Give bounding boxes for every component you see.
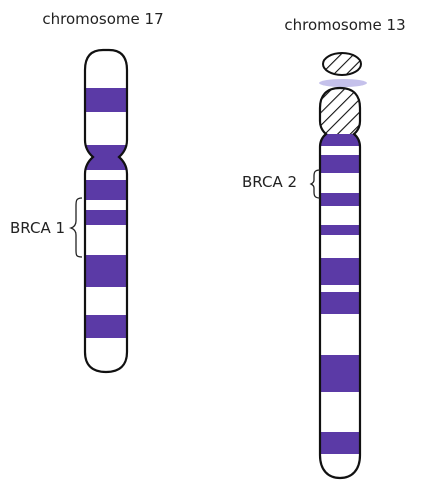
band — [80, 88, 132, 112]
brca1-bracket — [71, 198, 82, 257]
satellite-glow — [319, 79, 367, 87]
band — [80, 180, 132, 200]
band — [80, 255, 132, 287]
brca1-label: BRCA 1 — [10, 219, 65, 237]
chromosome-17 — [80, 45, 132, 375]
brca2-bracket — [311, 170, 320, 198]
band — [315, 258, 365, 285]
band — [80, 210, 132, 225]
chromosome-13 — [315, 53, 367, 480]
band — [315, 155, 365, 173]
band — [315, 432, 365, 454]
chromosome-13-title: chromosome 13 — [284, 16, 405, 34]
band — [315, 355, 365, 392]
short-arm-hatch — [315, 85, 365, 134]
band — [315, 193, 365, 206]
band — [315, 225, 365, 235]
band — [80, 315, 132, 338]
satellite — [323, 53, 361, 75]
brca2-label: BRCA 2 — [242, 173, 297, 191]
chromosome-17-title: chromosome 17 — [42, 10, 163, 28]
band — [315, 292, 365, 314]
